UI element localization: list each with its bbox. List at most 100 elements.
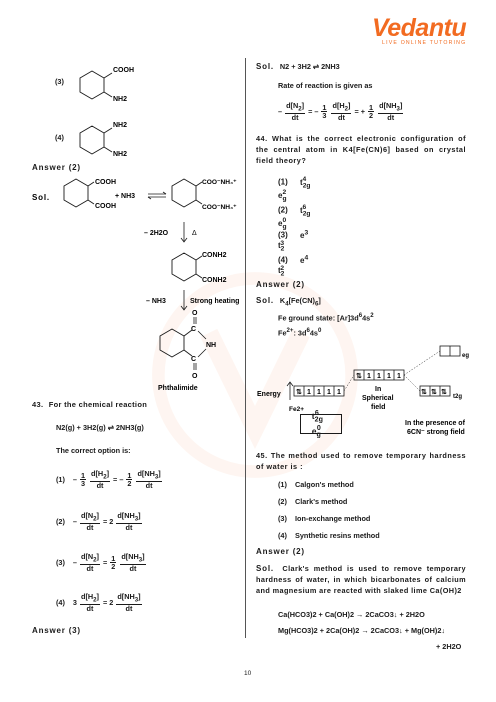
brand-logo: Vedantu LIVE ONLINE TUTORING	[372, 14, 467, 46]
q43-opt4-label: (4)	[56, 598, 65, 608]
q44-number: 44.	[256, 134, 268, 143]
q43-number: 43.	[32, 400, 44, 409]
delta-label: Δ	[192, 230, 197, 237]
q44-solution-line3: Fe2+: 3d64s0	[278, 327, 322, 338]
presence-line2: 6CN⁻ strong field	[407, 429, 465, 436]
q45-sol-text: Clark's method is used to remove tempora…	[256, 564, 466, 595]
opt4-group-2: NH2	[113, 151, 127, 158]
q45-opt4-text: Synthetic resins method	[294, 531, 380, 540]
svg-text:⇅: ⇅	[421, 388, 427, 396]
spherical-in: In	[375, 386, 381, 393]
svg-text:⇅: ⇅	[356, 372, 362, 380]
svg-text:⇅: ⇅	[431, 388, 437, 396]
frac-dnh3-dt: d[NH3]dt	[136, 469, 162, 490]
svg-text:1: 1	[367, 373, 371, 380]
answer-q43: Answer (3)	[32, 626, 81, 635]
imide-nh: NH	[206, 342, 216, 349]
conh2-bottom: CONH2	[202, 277, 227, 284]
q45-equation-2: Mg(HCO3)2 + 2Ca(OH)2 → 2CaCO3↓ + Mg(OH)2…	[278, 626, 446, 635]
opt3-group-1: COOH	[113, 67, 134, 74]
carbonyl-o-top: O	[192, 310, 198, 317]
presence-line1: In the presence of	[405, 420, 466, 427]
answer-q45: Answer (2)	[256, 547, 305, 556]
coo-nh4-bottom: COO⁻NH₄⁺	[202, 204, 237, 211]
svg-text:1: 1	[377, 373, 381, 380]
frac-dnh3-dt: d[NH3]dt	[116, 592, 142, 613]
q44-opt3-label: (3)	[278, 230, 288, 240]
q45-sol-label: Sol.	[256, 564, 274, 573]
q44-solution-line1: Sol. K4[Fe(CN)6]	[256, 296, 321, 308]
step2-label-a: – NH3	[146, 298, 166, 305]
q43-eq-text: N2(g) + 3H2(g) ⇌ 2NH3(g)	[56, 423, 144, 432]
q45-number: 45.	[256, 451, 268, 460]
q45-option-2: (2) Clark's method	[278, 497, 347, 506]
right-sol-eq: N2 + 3H2 ⇌ 2NH3	[279, 62, 340, 71]
q45-equation-2-tail: + 2H2O	[436, 642, 462, 651]
opt3-group-2: NH2	[113, 96, 127, 103]
q45-text: The method used to remove temporary hard…	[256, 451, 467, 471]
t2g-label: t2g	[453, 394, 462, 400]
q44-option-1: (1) t2g4 eg2	[278, 176, 311, 203]
right-sol-label: Sol.	[256, 62, 274, 71]
q44-option-3: (3) e3 t23	[278, 229, 309, 253]
q43-stem: 43. For the chemical reaction	[32, 400, 147, 409]
svg-text:1: 1	[317, 389, 321, 396]
svg-text:⇅: ⇅	[441, 388, 447, 396]
frac-dnh3-dt: d[NH3]dt	[378, 101, 404, 122]
svg-text:1: 1	[387, 373, 391, 380]
product-name: Phthalimide	[158, 385, 198, 392]
spherical-field-d-orbitals: ⇅ 1 1 1 1	[353, 369, 405, 381]
crystal-field-diagram: Energy Fe2+ ⇅ 1 1 1 1 ⇅ 1 1 1 1 In Spher…	[257, 345, 469, 436]
free-ion-d-orbitals: ⇅ 1 1 1 1	[293, 385, 345, 397]
carbonyl-o-bottom: O	[192, 373, 198, 380]
sol-label: Sol.	[32, 193, 50, 202]
column-divider	[245, 58, 246, 638]
frac-dh2-dt: d[H2]dt	[331, 101, 352, 122]
q45-solution: Sol. Clark's method is used to remove te…	[256, 563, 466, 596]
q43-option-2: (2) – d[N2]dt = 2 d[NH3]dt	[56, 511, 142, 532]
step1-label: – 2H2O	[144, 230, 169, 237]
q43-solution-equation: Sol. N2 + 3H2 ⇌ 2NH3	[256, 62, 340, 71]
q45-opt1-label: (1)	[278, 480, 287, 489]
carbonyl-c-top: C	[191, 326, 196, 333]
eg-label: eg	[462, 353, 469, 359]
q44-option-2: (2) t2g6 eg0	[278, 204, 311, 231]
t2g-orbitals: ⇅ ⇅ ⇅ t2g	[419, 385, 462, 400]
q45-stem: 45. The method used to remove temporary …	[256, 450, 466, 472]
carbonyl-c-bottom: C	[191, 356, 196, 363]
logo-tagline: LIVE ONLINE TUTORING	[382, 40, 467, 46]
svg-text:⇅: ⇅	[296, 388, 302, 396]
opt4-group-1: NH2	[113, 122, 127, 129]
q43-opt1-label: (1)	[56, 475, 65, 485]
eg-orbitals: eg	[439, 345, 469, 359]
frac-dnh3-dt: d[NH3]dt	[116, 511, 142, 532]
option-3-structure: COOH NH2	[79, 67, 134, 103]
frac-dh2-dt: d[H2]dt	[79, 592, 100, 613]
q43-text: For the chemical reaction	[48, 400, 148, 409]
q43-equation: N2(g) + 3H2(g) ⇌ 2NH3(g)	[56, 423, 144, 432]
frac-dn2-dt: d[N2]dt	[79, 511, 100, 532]
q45-opt4-label: (4)	[278, 531, 287, 540]
q45-equation-1: Ca(HCO3)2 + Ca(OH)2 → 2CaCO3↓ + 2H2O	[278, 610, 425, 619]
coo-nh4-top: COO⁻NH₄⁺	[202, 179, 237, 186]
svg-text:1: 1	[397, 373, 401, 380]
frac-dnh3-dt: d[NH3]dt	[120, 552, 146, 573]
q44-solution-line2: Fe ground state: [Ar]3d64s2	[278, 312, 374, 323]
q45-option-3: (3) Ion-exchange method	[278, 514, 370, 523]
q44-opt2-label: (2)	[278, 205, 288, 215]
cooh-top: COOH	[95, 179, 116, 186]
frac-dn2-dt: d[N2]dt	[285, 101, 306, 122]
nh3-reagent: + NH3	[115, 193, 135, 200]
option-4-label: (4)	[55, 133, 64, 142]
spherical-word: Spherical	[362, 395, 394, 402]
q45-opt3-text: Ion-exchange method	[294, 514, 371, 523]
q45-opt3-label: (3)	[278, 514, 287, 523]
frac-dh2-dt: d[H2]dt	[90, 469, 111, 490]
